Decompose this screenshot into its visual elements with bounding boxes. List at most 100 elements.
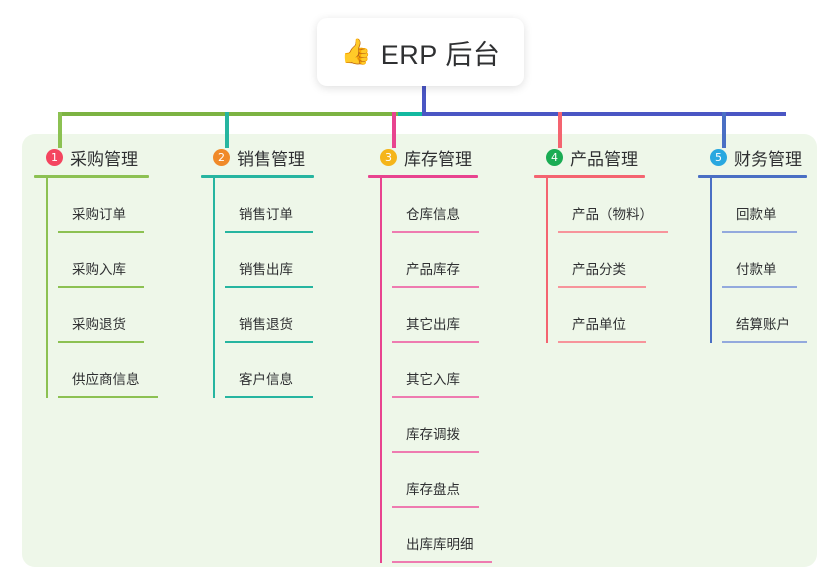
list-item[interactable]: 其它入库 bbox=[380, 343, 479, 398]
column-4: 4 产品管理产品（物料） 产品分类产品单位 bbox=[534, 145, 668, 343]
list-item-rule bbox=[722, 286, 797, 288]
list-item-rule bbox=[722, 341, 807, 343]
list-item-label: 产品（物料） bbox=[572, 207, 653, 222]
list-item[interactable]: 客户信息 bbox=[213, 343, 314, 398]
list-item-rule bbox=[392, 451, 479, 453]
list-item-rule bbox=[392, 286, 479, 288]
root-node-title: ERP 后台 bbox=[380, 39, 501, 70]
column-header-rule-5 bbox=[698, 175, 807, 178]
connector-drop-3 bbox=[392, 112, 396, 148]
diagram-panel bbox=[22, 134, 817, 567]
list-item-label: 结算账户 bbox=[736, 317, 790, 332]
list-item-rule bbox=[392, 231, 479, 233]
list-item-label: 产品单位 bbox=[572, 317, 626, 332]
column-badge-1: 1 bbox=[46, 148, 63, 166]
column-badge-5: 5 bbox=[710, 148, 727, 166]
column-header-5[interactable]: 5 财务管理 bbox=[698, 145, 807, 169]
connector-drop-4 bbox=[558, 112, 562, 148]
list-item[interactable]: 产品（物料） bbox=[546, 178, 668, 233]
connector-bar-segment-1 bbox=[58, 112, 401, 116]
list-item-label: 销售订单 bbox=[239, 207, 293, 222]
column-title-3: 库存管理 bbox=[404, 149, 472, 169]
list-item[interactable]: 产品单位 bbox=[546, 288, 646, 343]
list-item[interactable]: 销售退货 bbox=[213, 288, 314, 343]
list-item[interactable]: 销售订单 bbox=[213, 178, 314, 233]
connector-bar-segment-2 bbox=[398, 112, 426, 116]
list-item[interactable]: 出库库明细 bbox=[380, 508, 492, 563]
column-title-5: 财务管理 bbox=[734, 149, 802, 169]
column-header-3[interactable]: 3 库存管理 bbox=[368, 145, 478, 169]
list-item[interactable]: 其它出库 bbox=[380, 288, 479, 343]
column-5: 5 财务管理回款单付款单结算账户 bbox=[698, 145, 807, 343]
column-title-1: 采购管理 bbox=[70, 149, 138, 169]
list-item[interactable]: 产品库存 bbox=[380, 233, 479, 288]
list-item-rule bbox=[58, 231, 144, 233]
list-item-label: 付款单 bbox=[736, 262, 777, 277]
list-item[interactable]: 库存调拨 bbox=[380, 398, 479, 453]
column-2: 2 销售管理销售订单销售出库销售退货客户信息 bbox=[201, 145, 314, 398]
list-item-label: 库存调拨 bbox=[406, 427, 460, 442]
list-item-label: 客户信息 bbox=[239, 372, 293, 387]
list-item-rule bbox=[558, 231, 668, 233]
list-item-label: 回款单 bbox=[736, 207, 777, 222]
list-item-label: 采购订单 bbox=[72, 207, 126, 222]
column-title-4: 产品管理 bbox=[570, 149, 638, 169]
column-header-2[interactable]: 2 销售管理 bbox=[201, 145, 314, 169]
column-header-1[interactable]: 1 采购管理 bbox=[34, 145, 149, 169]
list-item-rule bbox=[225, 341, 313, 343]
column-badge-4: 4 bbox=[546, 148, 563, 166]
root-node[interactable]: 👍 ERP 后台 bbox=[317, 18, 524, 86]
list-item[interactable]: 供应商信息 bbox=[46, 343, 158, 398]
column-spine-3 bbox=[380, 178, 382, 563]
list-item-rule bbox=[722, 231, 797, 233]
list-item-rule bbox=[392, 506, 479, 508]
column-items-4: 产品（物料） 产品分类产品单位 bbox=[534, 178, 668, 343]
list-item-rule bbox=[58, 341, 144, 343]
list-item-rule bbox=[392, 396, 479, 398]
column-badge-3: 3 bbox=[380, 148, 397, 166]
column-spine-2 bbox=[213, 178, 215, 398]
list-item-rule bbox=[392, 341, 479, 343]
list-item[interactable]: 采购入库 bbox=[46, 233, 149, 288]
list-item-rule bbox=[225, 396, 313, 398]
list-item-label: 其它出库 bbox=[406, 317, 460, 332]
connector-drop-2 bbox=[225, 112, 229, 148]
list-item-label: 销售出库 bbox=[239, 262, 293, 277]
list-item-rule bbox=[392, 561, 492, 563]
list-item-label: 其它入库 bbox=[406, 372, 460, 387]
list-item[interactable]: 结算账户 bbox=[710, 288, 807, 343]
list-item-label: 出库库明细 bbox=[406, 537, 474, 552]
list-item[interactable]: 库存盘点 bbox=[380, 453, 479, 508]
list-item[interactable]: 付款单 bbox=[710, 233, 807, 288]
list-item[interactable]: 采购退货 bbox=[46, 288, 149, 343]
list-item-rule bbox=[558, 286, 646, 288]
connector-stem bbox=[422, 86, 426, 114]
list-item-label: 产品库存 bbox=[406, 262, 460, 277]
column-header-4[interactable]: 4 产品管理 bbox=[534, 145, 645, 169]
column-1: 1 采购管理采购订单采购入库采购退货供应商信息 bbox=[34, 145, 158, 398]
list-item[interactable]: 回款单 bbox=[710, 178, 807, 233]
list-item-label: 采购入库 bbox=[72, 262, 126, 277]
column-header-rule-2 bbox=[201, 175, 314, 178]
list-item[interactable]: 采购订单 bbox=[46, 178, 149, 233]
column-header-rule-3 bbox=[368, 175, 478, 178]
list-item-label: 仓库信息 bbox=[406, 207, 460, 222]
connector-bar-segment-3 bbox=[422, 112, 786, 116]
list-item-label: 产品分类 bbox=[572, 262, 626, 277]
list-item-label: 销售退货 bbox=[239, 317, 293, 332]
list-item[interactable]: 销售出库 bbox=[213, 233, 314, 288]
thumbs-up-icon: 👍 bbox=[340, 37, 372, 66]
list-item-label: 供应商信息 bbox=[72, 372, 140, 387]
column-header-rule-1 bbox=[34, 175, 149, 178]
column-items-1: 采购订单采购入库采购退货供应商信息 bbox=[34, 178, 158, 398]
list-item[interactable]: 仓库信息 bbox=[380, 178, 479, 233]
column-items-5: 回款单付款单结算账户 bbox=[698, 178, 807, 343]
column-spine-1 bbox=[46, 178, 48, 398]
column-badge-2: 2 bbox=[213, 148, 230, 166]
list-item-rule bbox=[225, 286, 313, 288]
column-items-2: 销售订单销售出库销售退货客户信息 bbox=[201, 178, 314, 398]
list-item[interactable]: 产品分类 bbox=[546, 233, 646, 288]
connector-drop-5 bbox=[722, 112, 726, 148]
column-title-2: 销售管理 bbox=[237, 149, 305, 169]
column-spine-4 bbox=[546, 178, 548, 343]
